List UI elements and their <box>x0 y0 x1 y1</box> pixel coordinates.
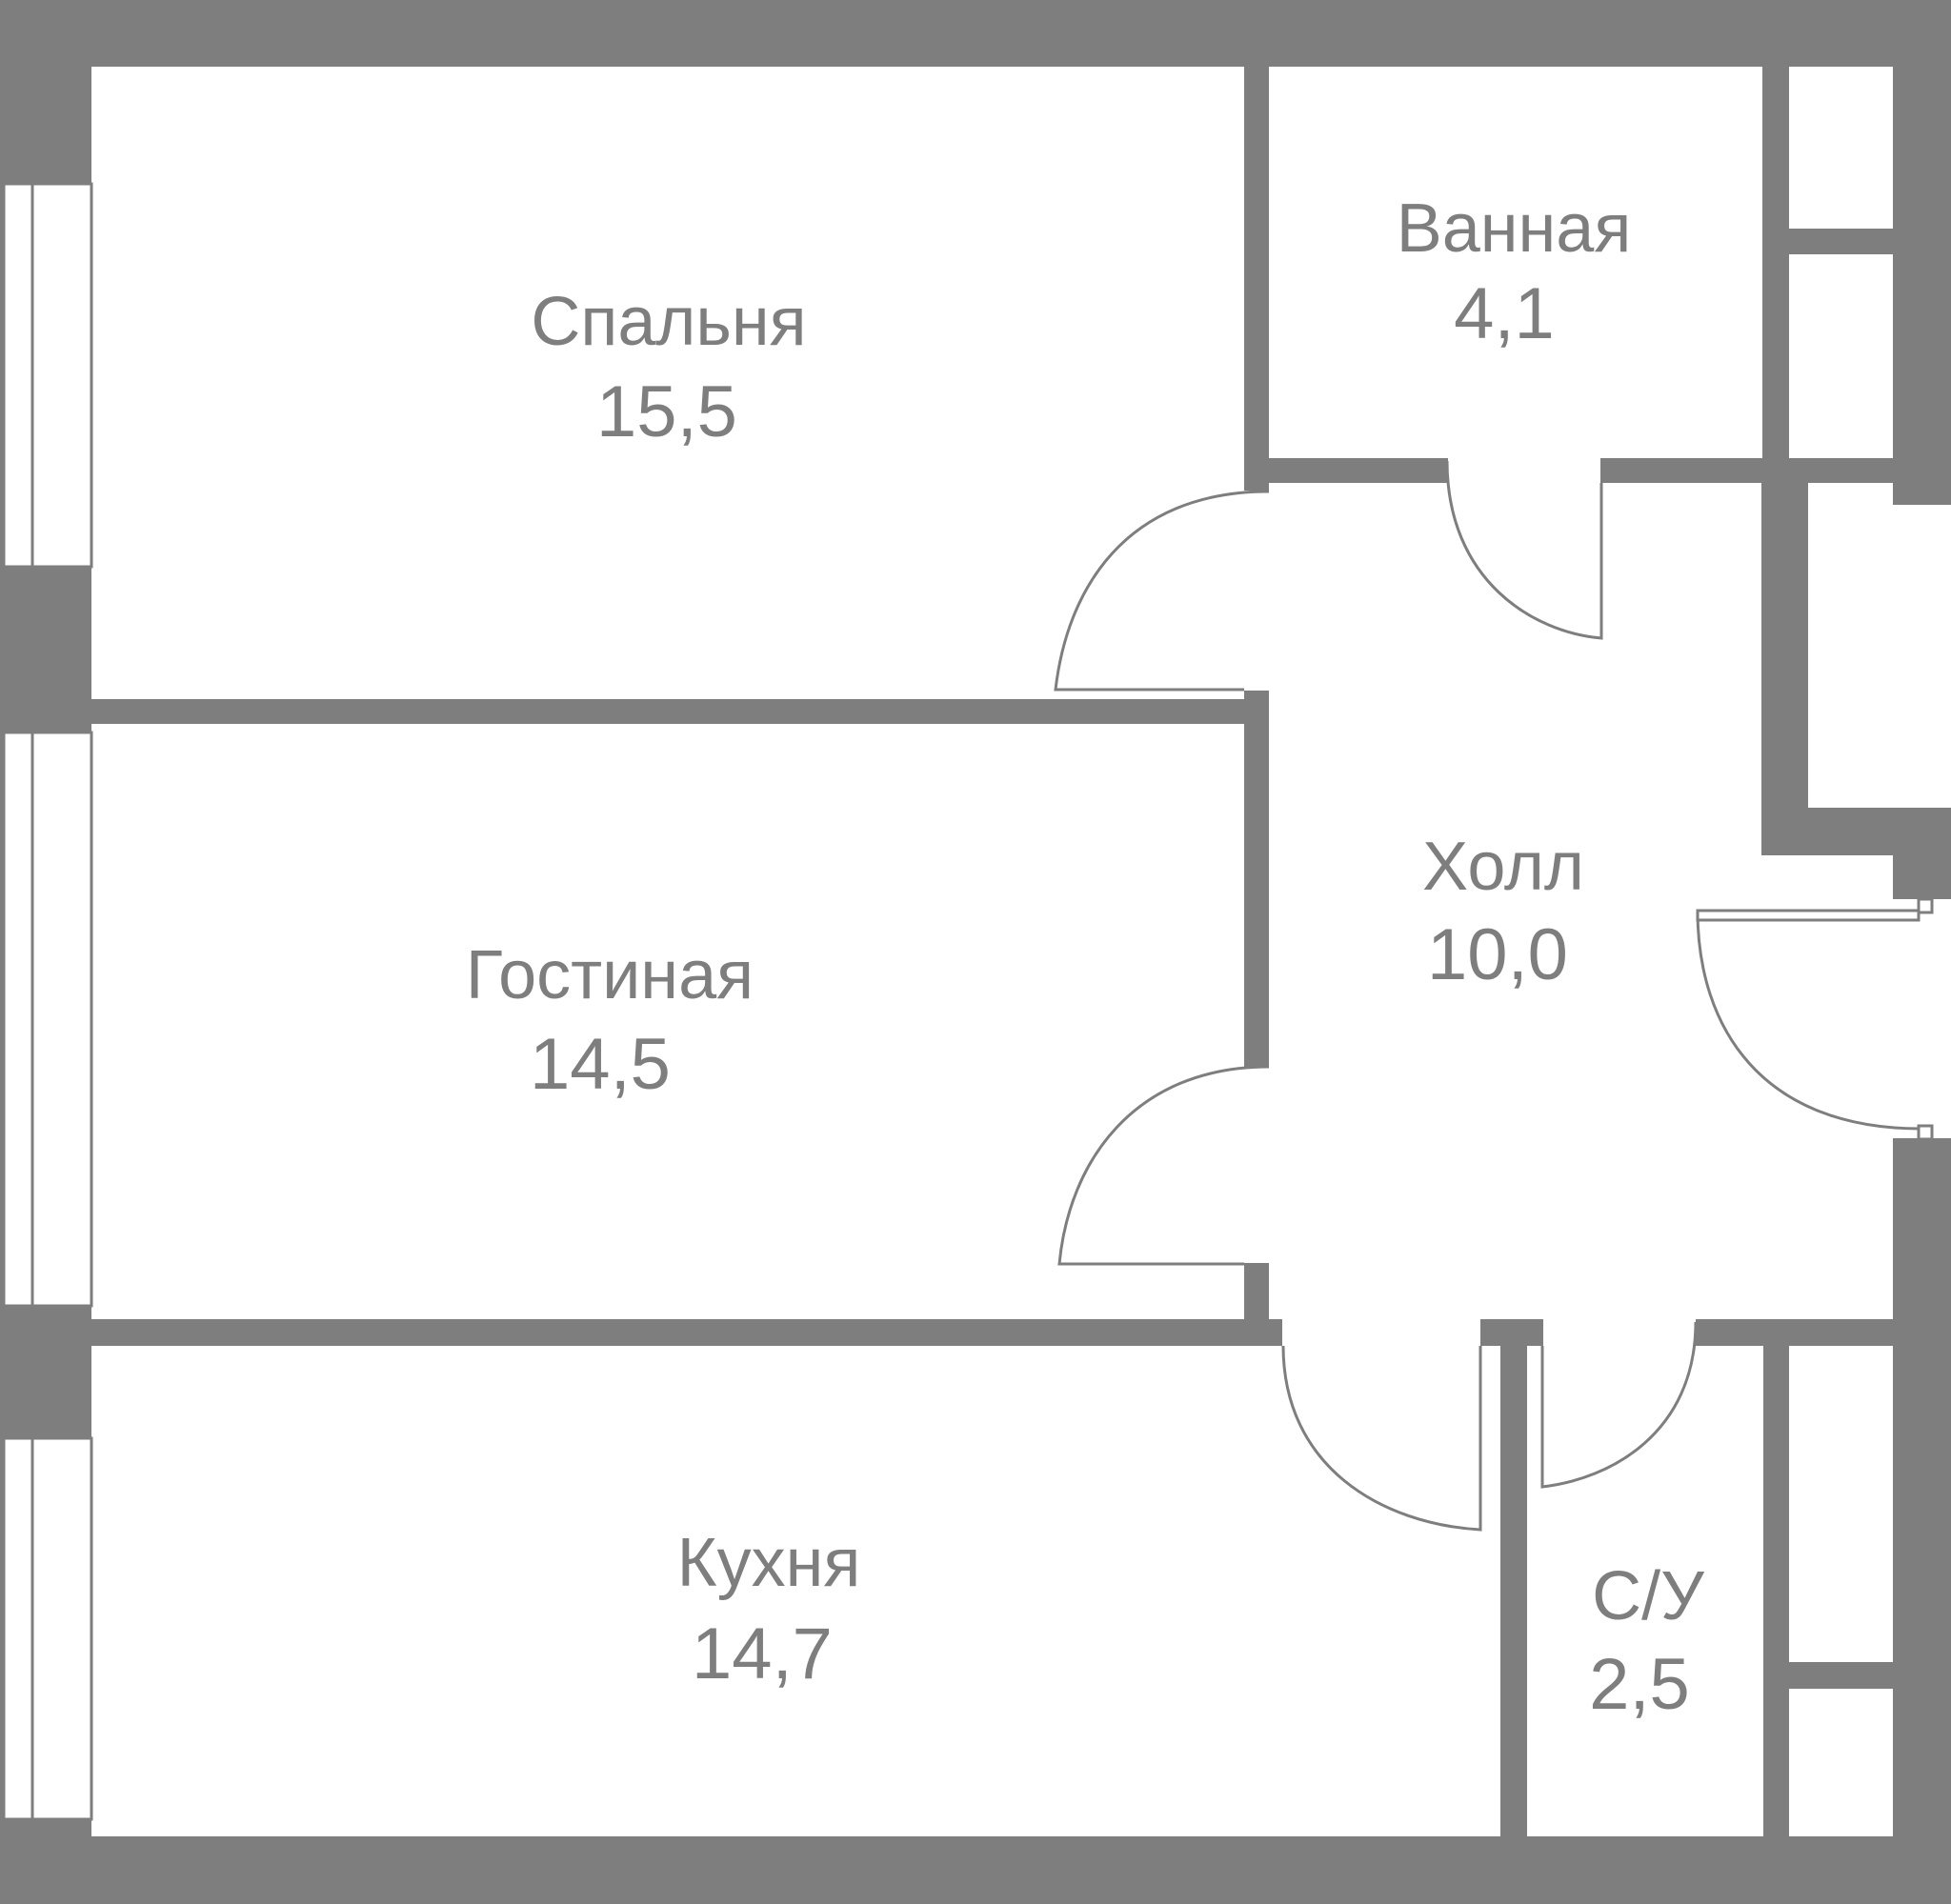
wall-kitchen-wc <box>1500 1343 1527 1838</box>
room-area-living: 14,5 <box>530 1024 671 1105</box>
wall-hall-left-lower <box>1244 1263 1269 1322</box>
door-kitchen-swing <box>1281 1345 1482 1532</box>
room-area-kitchen: 14,7 <box>692 1613 833 1694</box>
room-name-hall: Холл <box>1422 829 1584 905</box>
floors <box>91 67 1951 1836</box>
room-name-wc: С/У <box>1592 1558 1705 1634</box>
wall-hall-right-step <box>1761 808 1951 855</box>
room-area-wc: 2,5 <box>1589 1644 1690 1725</box>
wall-bathroom-bottom-left <box>1244 458 1448 483</box>
floor-shaft-c <box>1789 1346 1893 1662</box>
room-labels: Спальня 15,5 Ванная 4,1 Холл 10,0 Гостин… <box>466 190 1705 1725</box>
room-name-bedroom: Спальня <box>531 284 806 360</box>
floor-hall-top <box>1269 483 1761 1319</box>
door-wc-swing <box>1540 1321 1698 1489</box>
room-name-bathroom: Ванная <box>1397 190 1632 267</box>
windows <box>2 182 93 1821</box>
room-name-living: Гостиная <box>466 937 754 1013</box>
wall-hall-left <box>1244 688 1269 1067</box>
door-bathroom-swing <box>1445 460 1603 640</box>
wall-living-kitchen <box>86 1319 1282 1346</box>
door-bedroom-swing <box>1054 490 1270 691</box>
room-area-bedroom: 15,5 <box>596 371 737 452</box>
wall-bedroom-bathroom <box>1244 57 1269 491</box>
outer-wall-right-lower <box>1893 1138 1951 1904</box>
outer-wall-bottom <box>0 1836 1951 1904</box>
floor-bathroom <box>1269 67 1762 458</box>
floor-kitchen <box>91 1346 1500 1836</box>
shaft-top <box>1787 229 1893 254</box>
wall-hall-right <box>1761 481 1808 855</box>
window-bedroom <box>2 182 93 569</box>
floor-right-recess <box>1808 505 1951 808</box>
wall-hall-bottom-right <box>1696 1319 1896 1346</box>
door-entrance-swing <box>1696 910 1921 1131</box>
floor-shaft-b <box>1789 254 1893 458</box>
wall-wc-right <box>1763 1343 1789 1838</box>
wall-hall-bottom-left <box>1479 1319 1543 1346</box>
door-entrance-leaf <box>1696 909 1921 922</box>
doors <box>1054 455 1951 1532</box>
floor-shaft-d <box>1789 1689 1893 1836</box>
floor-shaft-a <box>1789 67 1893 229</box>
wall-bedroom-living <box>86 699 1244 724</box>
window-kitchen <box>2 1436 93 1821</box>
outer-wall-top <box>0 0 1951 67</box>
wall-bathroom-right <box>1762 57 1789 483</box>
floor-living <box>91 724 1244 1319</box>
floor-bedroom <box>91 67 1244 699</box>
shaft-bottom <box>1787 1662 1893 1689</box>
window-living <box>2 731 93 1308</box>
room-area-hall: 10,0 <box>1427 914 1568 995</box>
door-living-swing <box>1057 1065 1270 1266</box>
room-name-kitchen: Кухня <box>677 1525 861 1601</box>
room-area-bathroom: 4,1 <box>1454 273 1555 354</box>
outer-wall-right-upper <box>1893 0 1951 505</box>
